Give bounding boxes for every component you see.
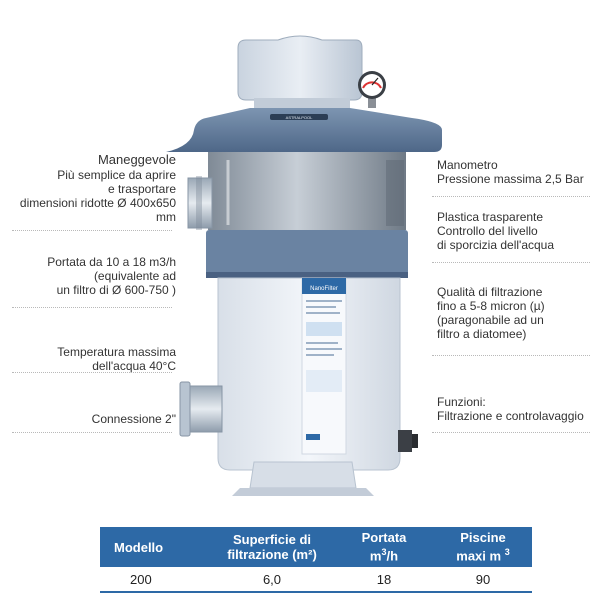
- callout-portata: Portata da 10 a 18 m3/h (equivalente ad …: [47, 255, 176, 297]
- header-modello: Modello: [100, 527, 210, 567]
- callout-line: dell'acqua 40°C: [92, 359, 176, 373]
- callout-line: (equivalente ad: [93, 269, 176, 283]
- callout-line: Qualità di filtrazione: [437, 285, 543, 299]
- table-row: 200 6,0 18 90: [100, 567, 532, 593]
- cell-piscine: 90: [434, 567, 532, 593]
- label-panel: NanoFilter: [301, 277, 347, 455]
- callout-line: dimensioni ridotte Ø 400x650 mm: [19, 196, 176, 224]
- header-superficie: Superficie di filtrazione (m²): [210, 527, 334, 567]
- filter-illustration: ASTRALPOOL NanoFilter: [166, 35, 442, 496]
- separator-line: [12, 372, 172, 373]
- callout-line: Temperatura massima: [57, 345, 176, 359]
- spec-table: Modello Superficie di filtrazione (m²) P…: [100, 527, 532, 593]
- callout-line: Filtrazione e controlavaggio: [437, 409, 584, 423]
- callout-connessione: Connessione 2": [92, 412, 176, 426]
- callout-line: fino a 5-8 micron (µ): [437, 299, 545, 313]
- separator-line: [432, 262, 590, 263]
- callout-title: Maneggevole: [97, 152, 176, 167]
- cell-superficie: 6,0: [210, 567, 334, 593]
- cell-modello: 200: [100, 567, 210, 593]
- callout-qualita: Qualità di filtrazione fino a 5-8 micron…: [437, 285, 545, 341]
- callout-plastica: Plastica trasparente Controllo del livel…: [437, 210, 554, 252]
- callout-line: di sporcizia dell'acqua: [437, 238, 555, 252]
- callout-line: e trasportare: [107, 182, 176, 196]
- header-piscine: Piscine maxi m 3: [434, 527, 532, 567]
- header-portata: Portata m3/h: [334, 527, 434, 567]
- separator-line: [12, 432, 172, 433]
- callout-line: (paragonabile ad un: [437, 313, 544, 327]
- callout-line: Funzioni:: [437, 395, 486, 409]
- separator-line: [432, 432, 590, 433]
- callout-maneggevole: Maneggevole Più semplice da aprire e tra…: [0, 152, 176, 224]
- callout-line: un filtro di Ø 600-750 ): [56, 283, 176, 297]
- callout-line: filtro a diatomee): [437, 327, 527, 341]
- separator-line: [12, 230, 172, 231]
- panel-title: NanoFilter: [310, 286, 338, 292]
- callout-line: Controllo del livello: [437, 224, 538, 238]
- inlet-pipe-top: [187, 176, 213, 230]
- lid: ASTRALPOOL: [166, 108, 442, 152]
- callout-line: Pressione massima 2,5 Bar: [437, 172, 584, 186]
- callout-line: Manometro: [437, 158, 498, 172]
- callout-line: Più semplice da aprire: [57, 168, 176, 182]
- drain-valve-icon: [398, 430, 418, 452]
- separator-line: [432, 355, 590, 356]
- brand-label: ASTRALPOOL: [286, 115, 313, 120]
- callout-temperatura: Temperatura massima dell'acqua 40°C: [57, 345, 176, 373]
- table-header-row: Modello Superficie di filtrazione (m²) P…: [100, 527, 532, 567]
- separator-line: [12, 307, 172, 308]
- callout-line: Connessione 2": [91, 412, 176, 426]
- top-cap: [237, 35, 363, 108]
- callout-funzioni: Funzioni: Filtrazione e controlavaggio: [437, 395, 584, 423]
- callout-line: Portata da 10 a 18 m3/h: [47, 255, 176, 269]
- transparent-section: [208, 152, 406, 230]
- connection-pipe: [179, 381, 223, 437]
- separator-line: [432, 196, 590, 197]
- callout-manometro: Manometro Pressione massima 2,5 Bar: [437, 158, 584, 186]
- manometer-gauge-icon: [358, 71, 386, 108]
- collar-band: [206, 230, 408, 276]
- cell-portata: 18: [334, 567, 434, 593]
- callout-line: Plastica trasparente: [437, 210, 544, 224]
